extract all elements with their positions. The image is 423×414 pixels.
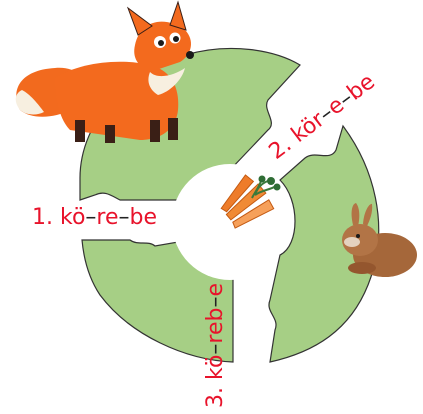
- label-third: 3. kö–reb–e: [203, 283, 228, 408]
- rabbit-icon: [342, 203, 417, 277]
- label-first: 1. kö–re–be: [32, 205, 157, 230]
- carrot-icon: [220, 174, 281, 229]
- segment-third: [81, 239, 234, 363]
- fox-icon: [15, 0, 194, 143]
